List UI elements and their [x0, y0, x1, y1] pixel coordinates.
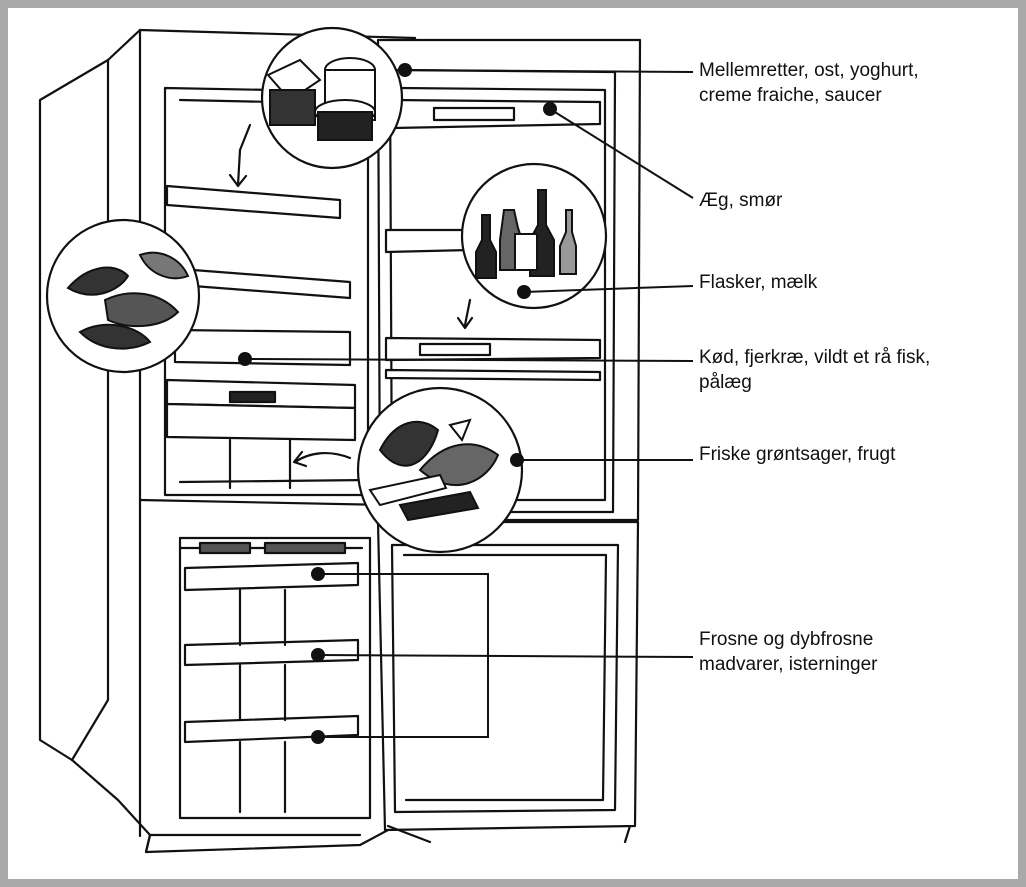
fridge-illustration [38, 26, 694, 854]
label-frozen-line2: madvarer, isterninger [699, 654, 878, 675]
label-eggs-line1: Æg, smør [699, 190, 783, 211]
label-eggs: Æg, smør [699, 188, 782, 213]
label-vegetables-line1: Friske grøntsager, frugt [699, 444, 896, 465]
label-vegetables: Friske grøntsager, frugt [699, 442, 895, 467]
label-meat-line2: pålæg [699, 372, 752, 393]
label-dairy-line1: Mellemretter, ost, yoghurt, [699, 60, 919, 81]
diagram-panel [8, 8, 1018, 879]
label-meat: Kød, fjerkræ, vildt et rå fisk, pålæg [699, 345, 930, 395]
label-frozen-line1: Frosne og dybfrosne [699, 629, 874, 650]
label-frozen: Frosne og dybfrosne madvarer, isterninge… [699, 627, 877, 677]
label-bottles-line1: Flasker, mælk [699, 272, 818, 293]
label-bottles: Flasker, mælk [699, 270, 817, 295]
label-dairy: Mellemretter, ost, yoghurt, creme fraich… [699, 58, 919, 108]
label-meat-line1: Kød, fjerkræ, vildt et rå fisk, [699, 347, 931, 368]
label-dairy-line2: creme fraiche, saucer [699, 85, 882, 106]
